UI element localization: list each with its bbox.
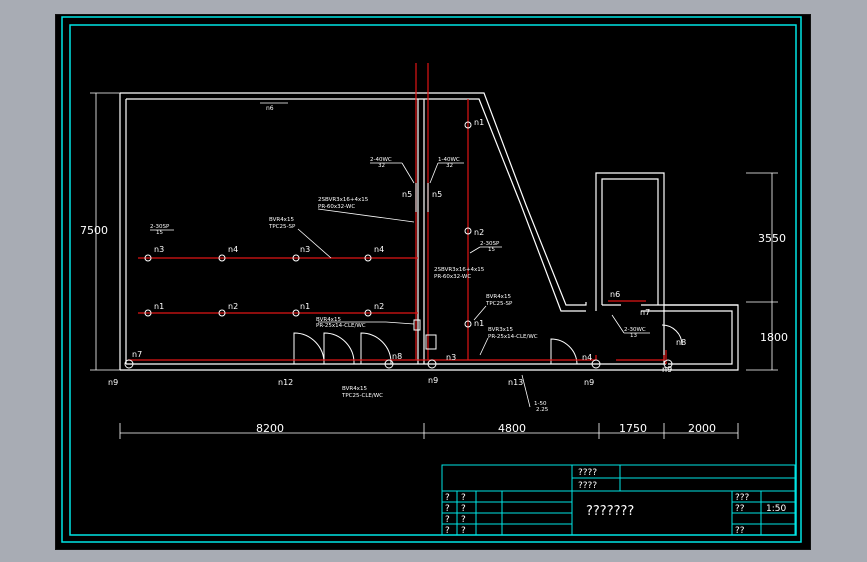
tb-left2-4: ? <box>461 526 466 536</box>
inner-frame <box>69 24 797 536</box>
tb-cell-c: ??? <box>735 493 750 503</box>
tb-cell-b: ???? <box>578 481 597 491</box>
doors <box>293 324 683 365</box>
tb-left2-1: ? <box>461 493 466 503</box>
node-n9-d: n9 <box>662 365 672 374</box>
node-n3-c: n3 <box>446 353 456 362</box>
tb-left-4: ? <box>445 526 450 536</box>
node-n2-a: n2 <box>228 302 238 311</box>
dim-bottom-4: 2000 <box>688 422 716 435</box>
fixture-6: 1-50 <box>534 401 547 407</box>
node-n5-b: n5 <box>432 190 442 199</box>
node-n8-a: n8 <box>392 352 402 361</box>
dimension-lines <box>90 92 778 439</box>
fixture-2-sub: 32 <box>446 163 453 169</box>
right-mid-circuit-b: TPC25-SP <box>485 301 513 307</box>
node-n2-c: n2 <box>474 228 484 237</box>
drawing-sheet: n3 n4 n3 n4 n1 n2 n1 n2 n1 n2 n1 n5 n5 n… <box>55 14 811 550</box>
upper-circuit-b: PR-60x32-WC <box>318 204 355 210</box>
tb-left-1: ? <box>445 493 450 503</box>
bottom-circuit-a: BVR4x15 <box>342 386 367 392</box>
fixture-5-sub: 13 <box>630 333 637 339</box>
floor-plan-drawing: n3 n4 n3 n4 n1 n2 n1 n2 n1 n2 n1 n5 n5 n… <box>61 16 802 543</box>
node-labels: n3 n4 n3 n4 n1 n2 n1 n2 n1 n2 n1 n5 n5 n… <box>108 105 686 387</box>
tb-cell-d: ?? <box>735 504 745 514</box>
node-n12-a: n12 <box>278 378 293 387</box>
outer-frame <box>61 16 802 543</box>
fixture-4-sub: 15 <box>488 247 495 253</box>
tb-left2-2: ? <box>461 504 466 514</box>
dim-bottom-2: 4800 <box>498 422 526 435</box>
circuit-annotations: 2SBVR3x16+4x15 PR-60x32-WC BVR4x15 TPC25… <box>150 157 646 413</box>
dim-right-upper: 3550 <box>758 232 786 245</box>
upper-circuit-a: 2SBVR3x16+4x15 <box>318 197 369 203</box>
tb-left-2: ? <box>445 504 450 514</box>
title-block-text: ???? ???? ??????? ??? ?? 1:50 ?? ? ? ? ?… <box>445 468 786 536</box>
node-n2-b: n2 <box>374 302 384 311</box>
fixture-1-sub: 32 <box>378 163 385 169</box>
lower-circuit-b: PR-25x14-CLE/WC <box>316 323 366 329</box>
top-tag: n6 <box>266 105 274 112</box>
right-low-circuit-a: BVR3x15 <box>488 327 513 333</box>
dim-left-height: 7500 <box>80 224 108 237</box>
node-n1-a: n1 <box>154 302 164 311</box>
node-n1-c: n1 <box>474 118 484 127</box>
tb-scale: 1:50 <box>766 504 786 514</box>
node-n13-a: n13 <box>508 378 523 387</box>
node-n9-a: n9 <box>108 378 118 387</box>
node-n3-b: n3 <box>300 245 310 254</box>
node-n1-d: n1 <box>474 319 484 328</box>
mid-circuit-a: BVR4x15 <box>269 217 294 223</box>
node-n4-b: n4 <box>374 245 384 254</box>
fixture-4: 2-30SP <box>480 241 500 247</box>
node-n4-c: n4 <box>582 353 592 362</box>
node-n9-c: n9 <box>584 378 594 387</box>
fixture-3: 2-30SP <box>150 224 170 230</box>
dim-bottom-3: 1750 <box>619 422 647 435</box>
light-fixtures <box>124 121 673 369</box>
tb-cell-a: ???? <box>578 468 597 478</box>
fixture-5: 2-30WC <box>624 327 646 333</box>
node-n4-a: n4 <box>228 245 238 254</box>
fixture-1: 2-40WC <box>370 157 392 163</box>
tb-left-3: ? <box>445 515 450 525</box>
node-n6-a: n6 <box>610 290 620 299</box>
lower-circuit-a: BVR4x15 <box>316 317 341 323</box>
fixture-2: 1-40WC <box>438 157 460 163</box>
node-n8-b: n8 <box>676 338 686 347</box>
node-n9-b: n9 <box>428 376 438 385</box>
node-n7-a: n7 <box>132 350 142 359</box>
right-circuit-b: PR-60x32-WC <box>434 274 471 280</box>
dim-bottom-1: 8200 <box>256 422 284 435</box>
right-mid-circuit-a: BVR4x15 <box>486 294 511 300</box>
right-circuit-a: 2SBVR3x16+4x15 <box>434 267 485 273</box>
mid-circuit-b: TPC25-SP <box>268 224 296 230</box>
leader-lines <box>150 102 650 408</box>
right-low-circuit-b: PR-25x14-CLE/WC <box>488 334 538 340</box>
bottom-circuit-b: TPC25-CLE/WC <box>341 393 383 399</box>
node-n1-b: n1 <box>300 302 310 311</box>
fixture-3-sub: 15 <box>156 230 163 236</box>
tb-title: ??????? <box>586 504 634 519</box>
wiring <box>128 63 667 364</box>
node-n7-b: n7 <box>640 308 650 317</box>
node-n3-a: n3 <box>154 245 164 254</box>
tb-left2-3: ? <box>461 515 466 525</box>
dimension-values: 7500 3550 1800 8200 4800 1750 2000 <box>80 224 788 435</box>
title-block <box>441 464 796 536</box>
fixture-6-sub: 2.25 <box>536 407 549 413</box>
dim-right-lower: 1800 <box>760 331 788 344</box>
tb-cell-e: ?? <box>735 526 745 536</box>
node-n5-a: n5 <box>402 190 412 199</box>
